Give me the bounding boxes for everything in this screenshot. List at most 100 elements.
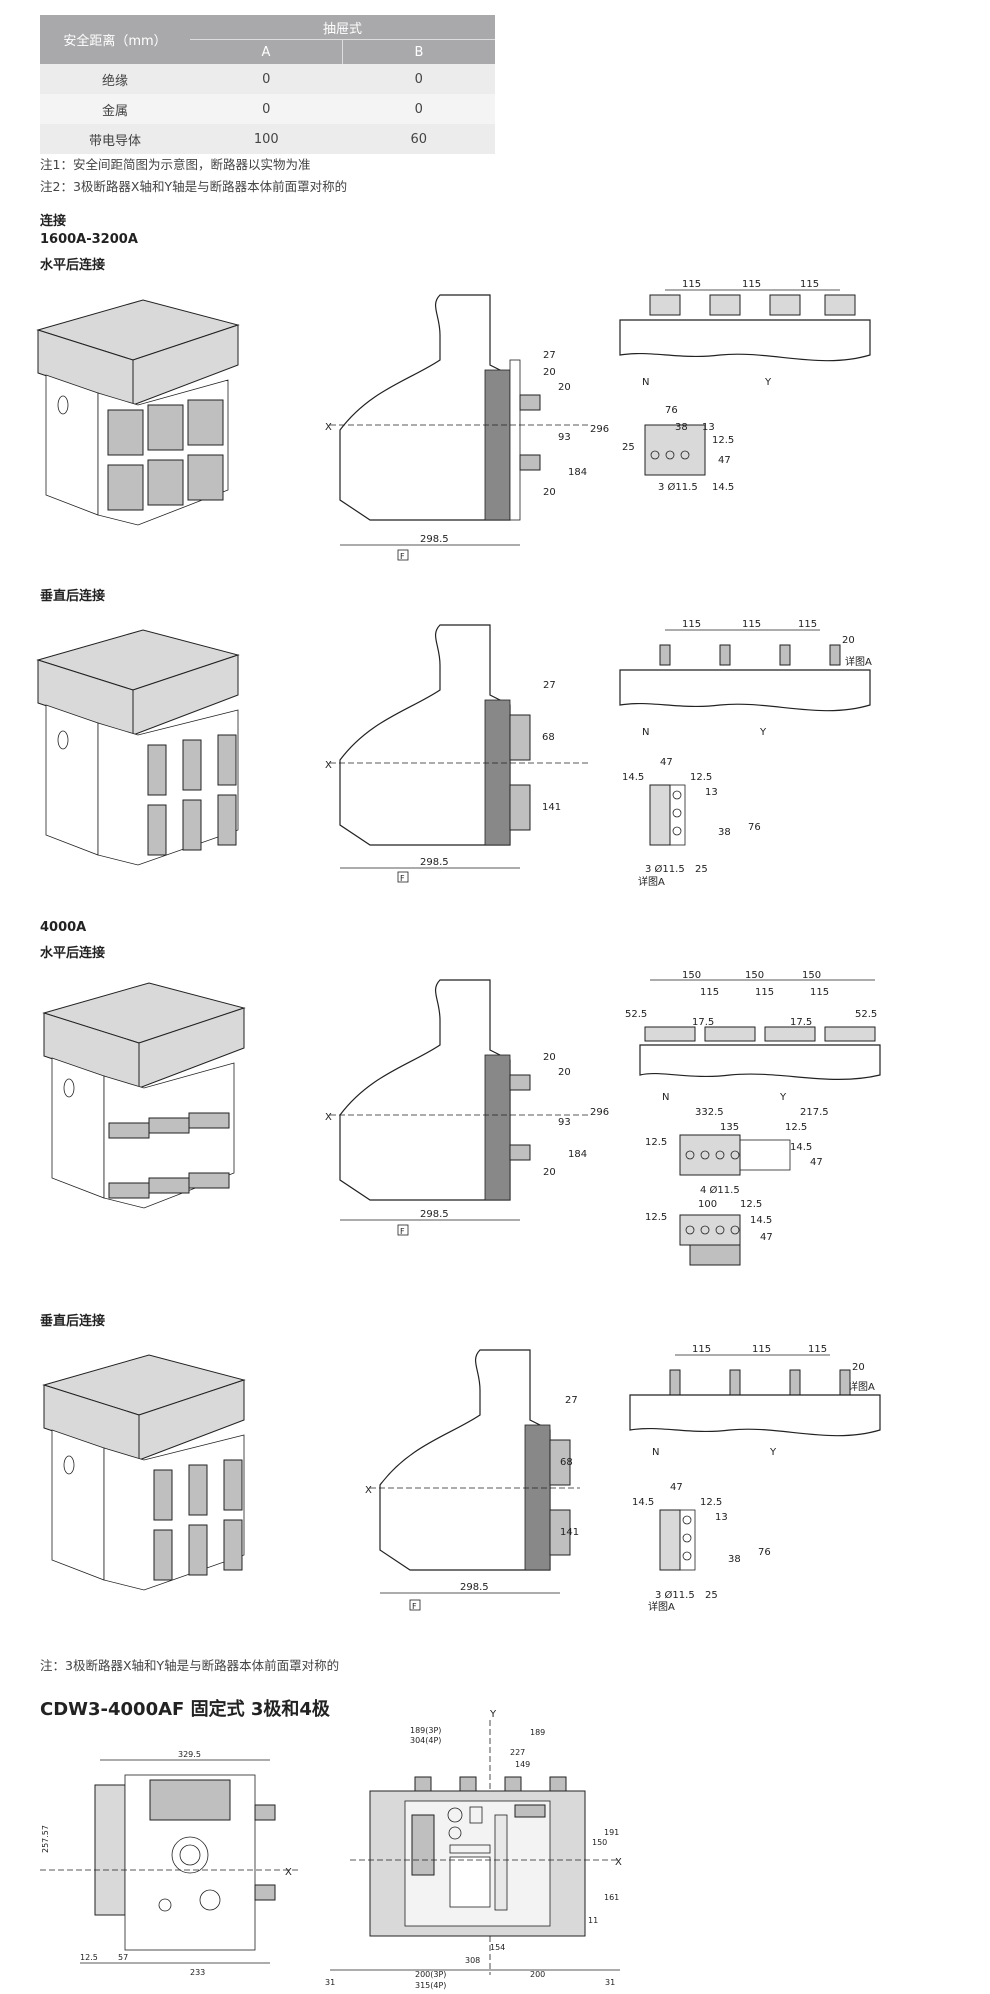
note-1: 注1：安全间距简图为示意图，断路器以实物为准 — [40, 157, 311, 172]
axis-x-label: X — [285, 1867, 292, 1878]
dim-141: 141 — [560, 1527, 579, 1538]
dim-12-5: 12.5 — [712, 435, 734, 446]
dim-141: 141 — [542, 802, 561, 813]
dim-115: 115 — [692, 1344, 711, 1355]
dim-20: 20 — [842, 635, 855, 646]
dim-27: 27 — [565, 1395, 578, 1406]
heading-range-2: 4000A — [40, 920, 87, 935]
dim-115: 115 — [700, 987, 719, 998]
dim-20: 20 — [543, 367, 556, 378]
safety-distance-table: 安全距离（mm） 抽屉式 A B 绝缘 0 0 金属 0 0 带电导体 100 … — [40, 15, 495, 154]
dim-76: 76 — [758, 1547, 771, 1558]
row-label: 绝缘 — [40, 64, 190, 94]
dim-17-5b: 17.5 — [790, 1017, 812, 1028]
dim-135: 135 — [720, 1122, 739, 1133]
dim-161: 161 — [604, 1893, 619, 1902]
detail-a: 详图A — [845, 655, 872, 668]
n-label: N — [642, 727, 649, 738]
dim-38: 38 — [728, 1554, 741, 1565]
dim-296: 296 — [590, 1107, 609, 1118]
dim-191: 191 — [604, 1828, 619, 1837]
dim-150: 150 — [682, 970, 701, 981]
dim-76: 76 — [748, 822, 761, 833]
dim-38: 38 — [675, 422, 688, 433]
dim-329-5: 329.5 — [178, 1750, 201, 1759]
y-label: Y — [759, 727, 767, 738]
dim-315-4p: 315(4P) — [415, 1981, 446, 1990]
fixed-type-title: CDW3-4000AF 固定式 3极和4极 — [40, 1699, 330, 1720]
breaker-isometric-2 — [36, 629, 240, 866]
side-view-4: X 27 68 141 298.5 F — [365, 1349, 580, 1611]
hole-note: 3 Ø11.5 — [645, 863, 685, 875]
table-row: 绝缘 0 0 — [40, 64, 495, 94]
dim-31b: 31 — [605, 1978, 615, 1987]
dim-20: 20 — [852, 1362, 865, 1373]
dim-47: 47 — [670, 1482, 683, 1493]
breaker-isometric-1 — [36, 299, 240, 526]
dim-47b: 47 — [760, 1232, 773, 1243]
dim-189: 189 — [530, 1728, 545, 1737]
detail-a-label: 详图A — [638, 875, 665, 888]
dim-200: 200 — [530, 1970, 545, 1979]
heading-vertical-1: 垂直后连接 — [40, 589, 106, 604]
dim-20c: 20 — [543, 1167, 556, 1178]
dim-12-5d: 12.5 — [645, 1212, 667, 1223]
dim-304-4p: 304(4P) — [410, 1736, 441, 1745]
dim-20b: 20 — [558, 382, 571, 393]
note-2: 注2：3极断路器X轴和Y轴是与断路器本体前面罩对称的 — [40, 179, 348, 194]
n-label: N — [662, 1092, 669, 1103]
heading-range-1: 1600A-3200A — [40, 232, 138, 247]
dim-25: 25 — [695, 864, 708, 875]
dim-13: 13 — [715, 1512, 728, 1523]
dim-13: 13 — [702, 422, 715, 433]
dim-57: 57 — [118, 1953, 128, 1962]
dim-76: 76 — [665, 405, 678, 416]
axis-y-label: Y — [489, 1709, 497, 1720]
detail-a-label: 详图A — [648, 1600, 675, 1613]
dim-38: 38 — [718, 827, 731, 838]
row-a: 0 — [190, 64, 343, 94]
dim-217-5: 217.5 — [800, 1107, 829, 1118]
dim-14-5: 14.5 — [790, 1142, 812, 1153]
hole-note: 3 Ø11.5 — [655, 1589, 695, 1601]
dim-17-5: 17.5 — [692, 1017, 714, 1028]
table-row: 金属 0 0 — [40, 94, 495, 124]
dim-13: 13 — [705, 787, 718, 798]
dim-52-5: 52.5 — [625, 1009, 647, 1020]
dim-298-5: 298.5 — [420, 534, 449, 545]
f-label: F — [400, 874, 405, 883]
dim-14-5: 14.5 — [712, 482, 734, 493]
dim-27: 27 — [543, 680, 556, 691]
dim-14-5b: 14.5 — [750, 1215, 772, 1226]
dim-115: 115 — [682, 279, 701, 290]
n-label: N — [652, 1447, 659, 1458]
dim-47: 47 — [810, 1157, 823, 1168]
heading-connection: 连接 — [40, 214, 67, 229]
row-b: 0 — [342, 64, 495, 94]
heading-vertical-2: 垂直后连接 — [40, 1314, 106, 1329]
dim-20: 20 — [543, 1052, 556, 1063]
dim-115c: 115 — [798, 619, 817, 630]
dim-14-5: 14.5 — [622, 772, 644, 783]
dim-115b: 115 — [755, 987, 774, 998]
dim-115c: 115 — [810, 987, 829, 998]
dim-149: 149 — [515, 1760, 530, 1769]
row-label: 金属 — [40, 94, 190, 124]
y-label: Y — [779, 1092, 787, 1103]
dim-233: 233 — [190, 1968, 205, 1977]
dim-227: 227 — [510, 1748, 525, 1757]
dim-115b: 115 — [752, 1344, 771, 1355]
dim-150: 150 — [592, 1838, 607, 1847]
top-view-2: 115 115 115 20 详图A N Y 47 14.5 12.5 13 7… — [619, 619, 872, 888]
hole-note: 4 Ø11.5 — [700, 1184, 740, 1196]
table-col-a: A — [190, 39, 343, 64]
breaker-isometric-3 — [42, 982, 246, 1209]
side-view-3: X 20 20 93 296 184 20 298.5 F — [325, 979, 609, 1236]
dim-332-5: 332.5 — [695, 1107, 724, 1118]
dim-25: 25 — [705, 1590, 718, 1601]
axis-x-label: X — [325, 1112, 332, 1123]
axis-x-label: X — [615, 1857, 622, 1868]
dim-115b: 115 — [742, 279, 761, 290]
row-label: 带电导体 — [40, 124, 190, 154]
dim-12-5: 12.5 — [785, 1122, 807, 1133]
